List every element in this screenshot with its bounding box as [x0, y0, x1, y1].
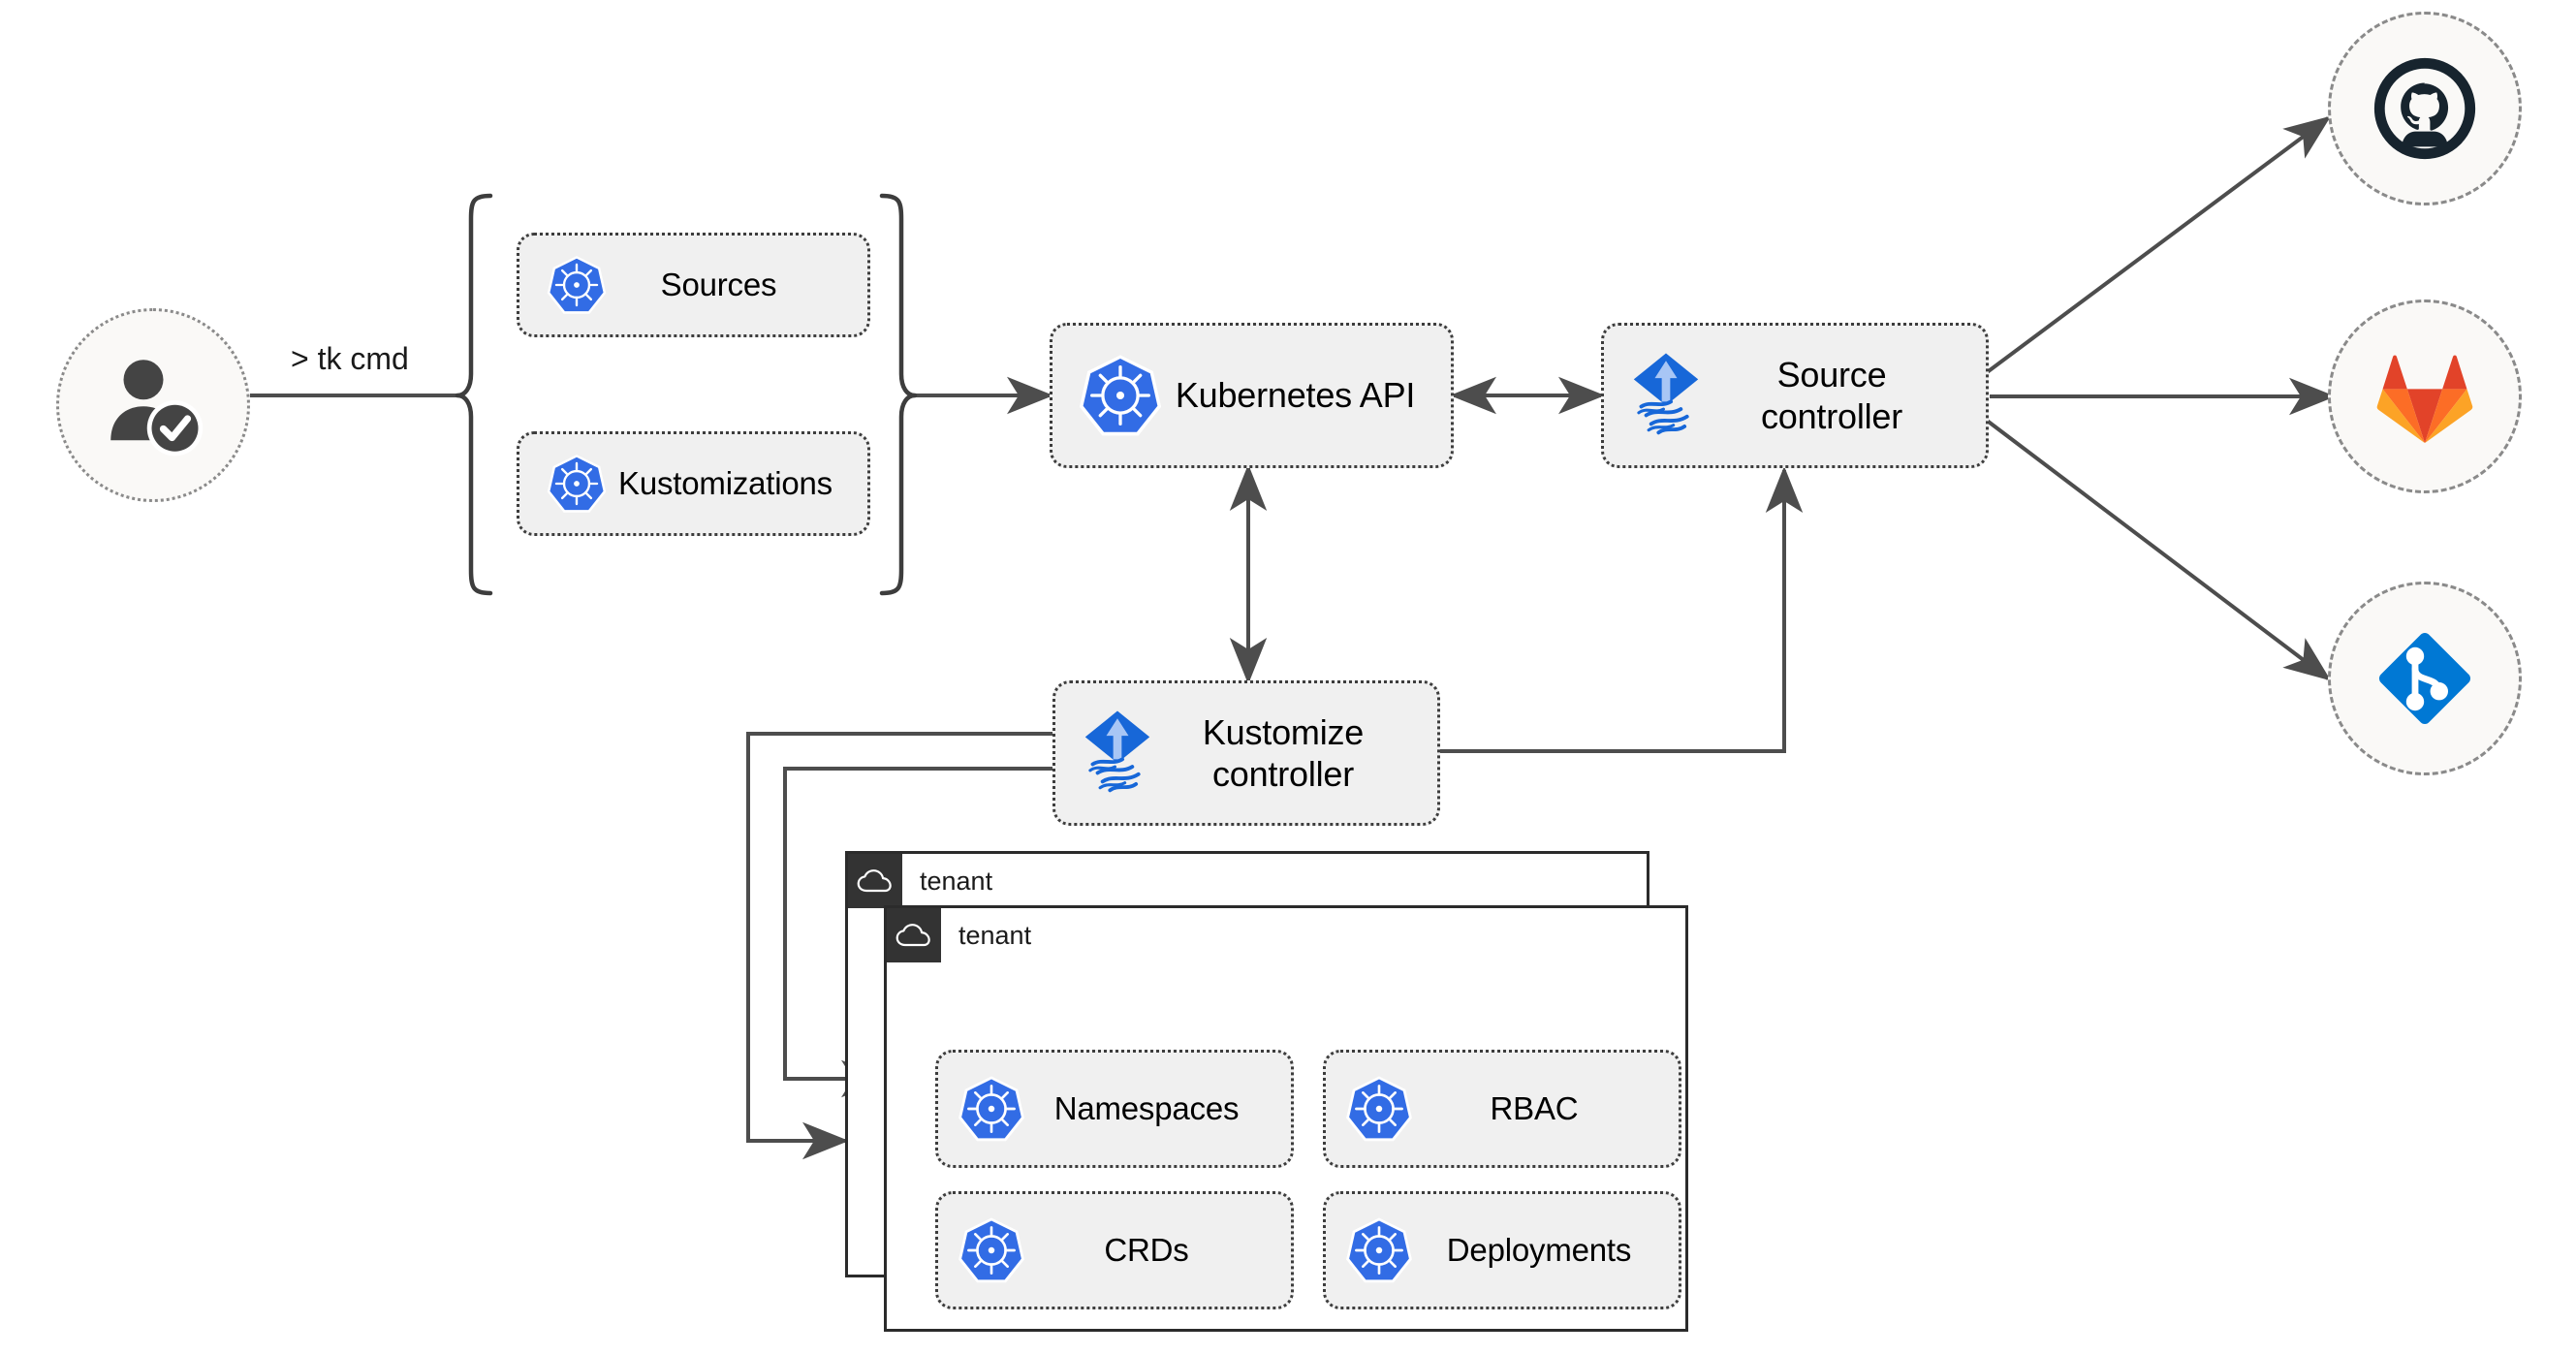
resource-box-crds[interactable]: CRDs — [935, 1191, 1294, 1309]
kubernetes-icon — [547, 455, 607, 513]
cloud-icon-box — [887, 908, 941, 962]
edge-source-to-azure-repos — [1984, 418, 2332, 681]
resource-label: Deployments — [1446, 1232, 1632, 1269]
kubernetes-icon — [547, 256, 607, 314]
flux-icon — [1084, 710, 1150, 793]
node-label: Source controller — [1760, 354, 1903, 436]
resource-label: CRDs — [1104, 1232, 1189, 1269]
resource-label: Namespaces — [1053, 1090, 1240, 1127]
tenant-label: tenant — [958, 920, 1032, 950]
kubernetes-icon — [958, 1217, 1024, 1283]
crd-box-label: Kustomizations — [618, 465, 832, 502]
flux-icon — [1633, 353, 1699, 435]
kubernetes-icon — [958, 1076, 1024, 1142]
tenant-label: tenant — [920, 866, 993, 896]
kubernetes-icon — [1346, 1076, 1412, 1142]
actor-user — [56, 308, 250, 502]
resource-box-deployments[interactable]: Deployments — [1323, 1191, 1681, 1309]
edge-kustomize-to-source — [1440, 466, 1804, 753]
resource-label: RBAC — [1490, 1090, 1579, 1127]
user-verified-icon — [110, 360, 204, 457]
provider-github[interactable] — [2328, 12, 2522, 205]
provider-gitlab[interactable] — [2328, 299, 2522, 493]
cloud-icon — [895, 924, 930, 947]
resource-box-namespaces[interactable]: Namespaces — [935, 1050, 1294, 1168]
node-kustomize-controller[interactable]: Kustomize controller — [1052, 680, 1440, 826]
node-source-controller[interactable]: Source controller — [1601, 323, 1989, 468]
azure-repos-icon — [2378, 632, 2471, 725]
crd-box-label: Sources — [660, 267, 777, 303]
gitlab-icon — [2376, 355, 2473, 444]
kubernetes-icon — [1079, 355, 1162, 436]
kubernetes-icon — [1346, 1217, 1412, 1283]
node-label: Kubernetes API — [1175, 375, 1416, 416]
cloud-icon-box — [848, 854, 902, 908]
edge-source-to-github — [1984, 115, 2332, 375]
node-kubernetes-api[interactable]: Kubernetes API — [1050, 323, 1454, 468]
tenant-titlebar: tenant — [887, 908, 1031, 962]
brace-left — [455, 193, 493, 596]
brace-right — [879, 193, 918, 596]
resource-box-rbac[interactable]: RBAC — [1323, 1050, 1681, 1168]
tenant-window-2[interactable]: tenant Namespaces — [884, 905, 1688, 1332]
crd-box-kustomizations[interactable]: Kustomizations — [517, 431, 870, 536]
provider-azure-repos[interactable] — [2328, 582, 2522, 775]
github-icon — [2373, 57, 2476, 160]
crd-box-sources[interactable]: Sources — [517, 233, 870, 337]
command-label: > tk cmd — [291, 341, 409, 376]
node-label: Kustomize controller — [1202, 711, 1365, 794]
cloud-icon — [857, 869, 892, 893]
tenant-titlebar: tenant — [848, 854, 992, 908]
